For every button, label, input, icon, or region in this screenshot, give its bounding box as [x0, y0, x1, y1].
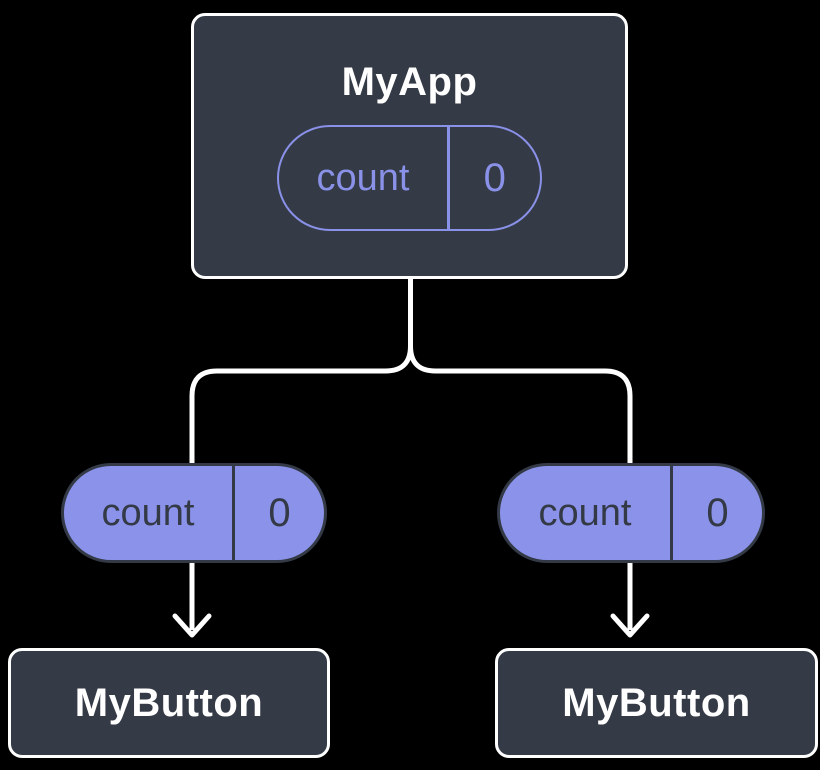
- root-pill-divider: [447, 127, 450, 229]
- prop-pill-divider-right: [670, 466, 673, 560]
- prop-value-left: 0: [268, 490, 291, 535]
- prop-name-right: count: [538, 491, 632, 534]
- arrow-down-icon-left: [172, 613, 212, 638]
- mybutton-node-right: MyButton: [495, 648, 818, 758]
- mybutton-title-left: MyButton: [74, 680, 264, 725]
- root-state-name: count: [316, 156, 410, 199]
- myapp-title: MyApp: [341, 60, 478, 104]
- root-state-pill: count 0: [277, 125, 542, 231]
- mybutton-node-left: MyButton: [8, 648, 330, 758]
- prop-pill-left: count 0: [61, 463, 327, 563]
- root-state-value: 0: [483, 155, 506, 200]
- branch-right-connector: [408, 277, 633, 464]
- prop-value-right: 0: [706, 490, 729, 535]
- myapp-node: MyApp count 0: [191, 13, 628, 279]
- prop-name-left: count: [101, 491, 195, 534]
- branch-left-connector: [189, 277, 413, 464]
- arrow-down-icon-right: [610, 613, 650, 638]
- prop-pill-right: count 0: [497, 463, 765, 563]
- prop-pill-divider-left: [232, 466, 235, 560]
- mybutton-title-right: MyButton: [562, 680, 751, 725]
